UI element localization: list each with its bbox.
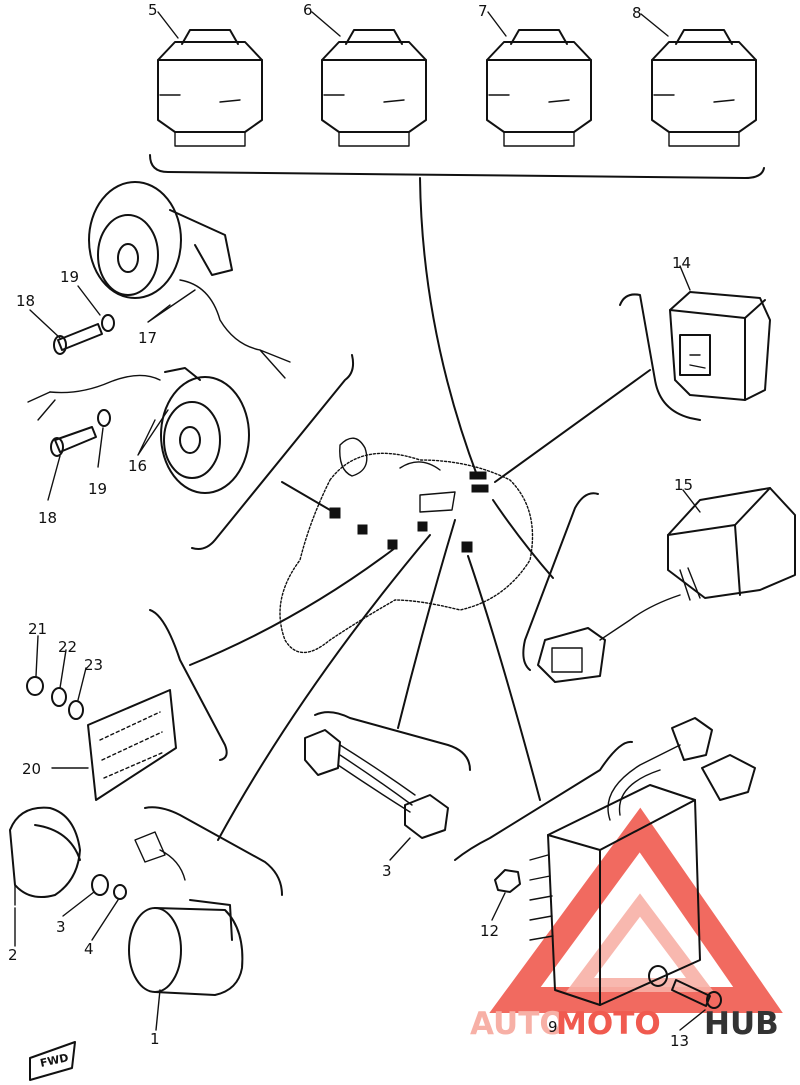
label-1: 1 [150,1030,160,1048]
relay-8 [651,29,757,147]
reflector-20 [87,689,177,801]
harness-bracket [314,711,471,771]
watermark-text-auto: AUTO [470,1006,566,1042]
label-22: 22 [58,638,77,656]
label-14: 14 [672,254,691,272]
fwd-label: FWD [39,1051,70,1070]
label-18-upper: 18 [16,292,35,310]
motorcycle-outline [279,437,534,654]
label-20: 20 [22,760,41,778]
part-labels: 5 6 7 8 14 15 17 16 18 19 18 19 21 22 23… [8,1,693,1050]
label-12: 12 [480,922,499,940]
switch-bracket [144,806,283,896]
relay-5 [157,29,263,147]
label-17: 17 [138,329,157,347]
bolt-18-upper [53,323,103,355]
label-21: 21 [28,620,47,638]
horn-17 [88,181,291,379]
relay-7 [486,29,592,147]
automotohub-watermark: AUTO MOTO HUB [470,807,783,1042]
horn-switch-1 [128,831,244,996]
bolt-13 [648,965,722,1009]
label-9: 9 [548,1018,558,1036]
washer-19-lower [97,409,111,427]
rectifier-regulator-9 [529,717,756,1006]
washer-22 [51,687,67,707]
label-19-upper: 19 [60,268,79,286]
connector-dot-rectifier [461,541,473,553]
flasher-unit-15 [537,487,796,683]
relay-14-bracket [619,293,701,421]
label-2: 2 [8,946,18,964]
connector-dot-4 [417,521,428,532]
label-23: 23 [84,656,103,674]
relay-group-bracket [149,154,765,179]
unit-15-bracket [522,492,599,671]
label-5: 5 [148,1,158,19]
nut-21 [26,676,44,696]
label-15: 15 [674,476,693,494]
relay-14 [669,291,771,401]
label-7: 7 [478,2,488,20]
reflector-bracket [149,609,228,761]
label-19-lower: 19 [88,480,107,498]
washer-4 [113,884,127,900]
rectifier-bracket [454,740,633,861]
label-6: 6 [303,1,313,19]
horn-16 [27,367,250,494]
washer-near-13 [648,965,668,987]
leader-lines [189,177,651,841]
watermark-text-moto: MOTO [556,1006,661,1042]
washer-12 [494,869,521,893]
label-leaders [14,11,706,1031]
washer-19-upper [101,314,115,332]
label-3-harness: 3 [382,862,392,880]
washer-3 [91,874,109,896]
connector-dot-2 [357,524,368,535]
watermark-logo-inner [566,893,714,992]
label-4: 4 [84,940,94,958]
switch-housing-2 [9,806,81,906]
label-18-lower: 18 [38,509,57,527]
connector-dot-horn [329,507,341,519]
connector-dot-relay-b [471,484,489,493]
label-8: 8 [632,4,642,22]
watermark-text-hub: HUB [704,1006,779,1042]
label-3-lower: 3 [56,918,66,936]
washer-23 [68,700,84,720]
label-16: 16 [128,457,147,475]
horn-group-bracket [191,354,355,550]
fwd-arrow: FWD [29,1041,76,1081]
relay-6 [321,29,427,147]
bolt-18-lower [50,426,97,457]
label-13: 13 [670,1032,689,1050]
wire-harness-3 [304,729,449,839]
